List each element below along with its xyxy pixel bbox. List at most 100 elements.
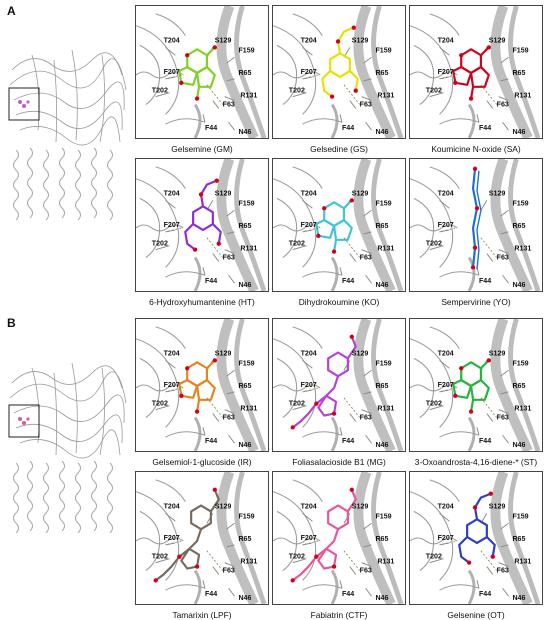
- residue-label: F63: [360, 100, 372, 108]
- protein-overview-b: [8, 362, 127, 534]
- residue-label: F159: [375, 199, 391, 207]
- residue-label: R65: [375, 382, 388, 390]
- residue-label: R65: [238, 69, 251, 77]
- residue-label: R131: [514, 92, 531, 100]
- ligand-caption: 6-Hydroxyhumantenine (HT): [149, 297, 255, 307]
- residue-label: N46: [238, 281, 251, 289]
- residue-label: F207: [438, 68, 454, 76]
- residue-label: R65: [375, 535, 388, 543]
- residue-label: R131: [240, 245, 257, 253]
- panel-label-a: A: [7, 4, 16, 18]
- residue-label: T202: [289, 553, 305, 561]
- residue-label: T204: [164, 36, 180, 44]
- residue-label: F44: [342, 437, 354, 445]
- residue-label: F44: [342, 590, 354, 598]
- residue-label: F44: [205, 124, 217, 132]
- residue-label: T202: [152, 400, 168, 408]
- protein-overview-a: [8, 49, 127, 221]
- residue-label: F207: [301, 68, 317, 76]
- residue-label: N46: [375, 281, 388, 289]
- residue-label: F207: [301, 381, 317, 389]
- residue-label: T202: [426, 87, 442, 95]
- residue-label: R65: [375, 222, 388, 230]
- residue-label: F159: [512, 359, 528, 367]
- residue-label: T204: [301, 189, 317, 197]
- residue-label: F44: [342, 277, 354, 285]
- residue-label: F207: [438, 381, 454, 389]
- residue-label: S129: [489, 502, 506, 510]
- residue-label: F207: [438, 221, 454, 229]
- residue-label: N46: [375, 594, 388, 602]
- residue-label: F207: [301, 221, 317, 229]
- residue-label: T204: [164, 349, 180, 357]
- residue-label: T202: [426, 400, 442, 408]
- ligand-caption: Sempervirine (YO): [441, 297, 511, 307]
- residue-label: F159: [238, 199, 254, 207]
- residue-label: R131: [514, 405, 531, 413]
- residue-label: R65: [512, 69, 525, 77]
- residue-label: F44: [479, 590, 491, 598]
- residue-label: R131: [377, 245, 394, 253]
- residue-label: F159: [375, 512, 391, 520]
- ligand-caption: Tamarixin (LPF): [172, 610, 232, 620]
- residue-label: F44: [205, 277, 217, 285]
- residue-label: R65: [238, 222, 251, 230]
- residue-label: F44: [205, 437, 217, 445]
- ligand-caption: Gelsedine (GS): [310, 144, 368, 154]
- residue-label: R65: [512, 535, 525, 543]
- residue-label: F159: [375, 359, 391, 367]
- ligand-caption: Gelsemiol-1-glucoside (IR): [152, 457, 252, 467]
- residue-label: S129: [489, 349, 506, 357]
- residue-label: T202: [152, 240, 168, 248]
- residue-label: T204: [164, 189, 180, 197]
- residue-label: R131: [240, 558, 257, 566]
- residue-label: R131: [377, 405, 394, 413]
- residue-label: F44: [479, 277, 491, 285]
- residue-label: T202: [289, 240, 305, 248]
- residue-label: F44: [342, 124, 354, 132]
- residue-label: T204: [301, 36, 317, 44]
- ligand-caption: Gelsenine (OT): [447, 610, 505, 620]
- residue-label: T204: [438, 36, 454, 44]
- residue-label: F63: [360, 566, 372, 574]
- residue-label: N46: [238, 441, 251, 449]
- residue-label: N46: [375, 441, 388, 449]
- residue-label: N46: [512, 281, 525, 289]
- residue-label: R131: [240, 405, 257, 413]
- residue-label: N46: [512, 441, 525, 449]
- residue-label: T202: [426, 240, 442, 248]
- residue-label: F207: [164, 381, 180, 389]
- residue-label: N46: [512, 594, 525, 602]
- residue-label: F63: [360, 413, 372, 421]
- residue-label: F159: [512, 46, 528, 54]
- residue-label: S129: [352, 36, 369, 44]
- residue-label: F159: [512, 199, 528, 207]
- residue-label: F207: [164, 534, 180, 542]
- residue-label: F44: [479, 437, 491, 445]
- residue-label: T202: [289, 400, 305, 408]
- residue-label: F44: [479, 124, 491, 132]
- residue-label: F159: [512, 512, 528, 520]
- residue-label: F159: [238, 359, 254, 367]
- residue-label: S129: [352, 189, 369, 197]
- residue-label: F159: [375, 46, 391, 54]
- residue-label: S129: [215, 349, 232, 357]
- ligand-caption: Fabiatrin (CTF): [310, 610, 368, 620]
- residue-label: T202: [152, 553, 168, 561]
- residue-label: R131: [514, 558, 531, 566]
- residue-label: F207: [438, 534, 454, 542]
